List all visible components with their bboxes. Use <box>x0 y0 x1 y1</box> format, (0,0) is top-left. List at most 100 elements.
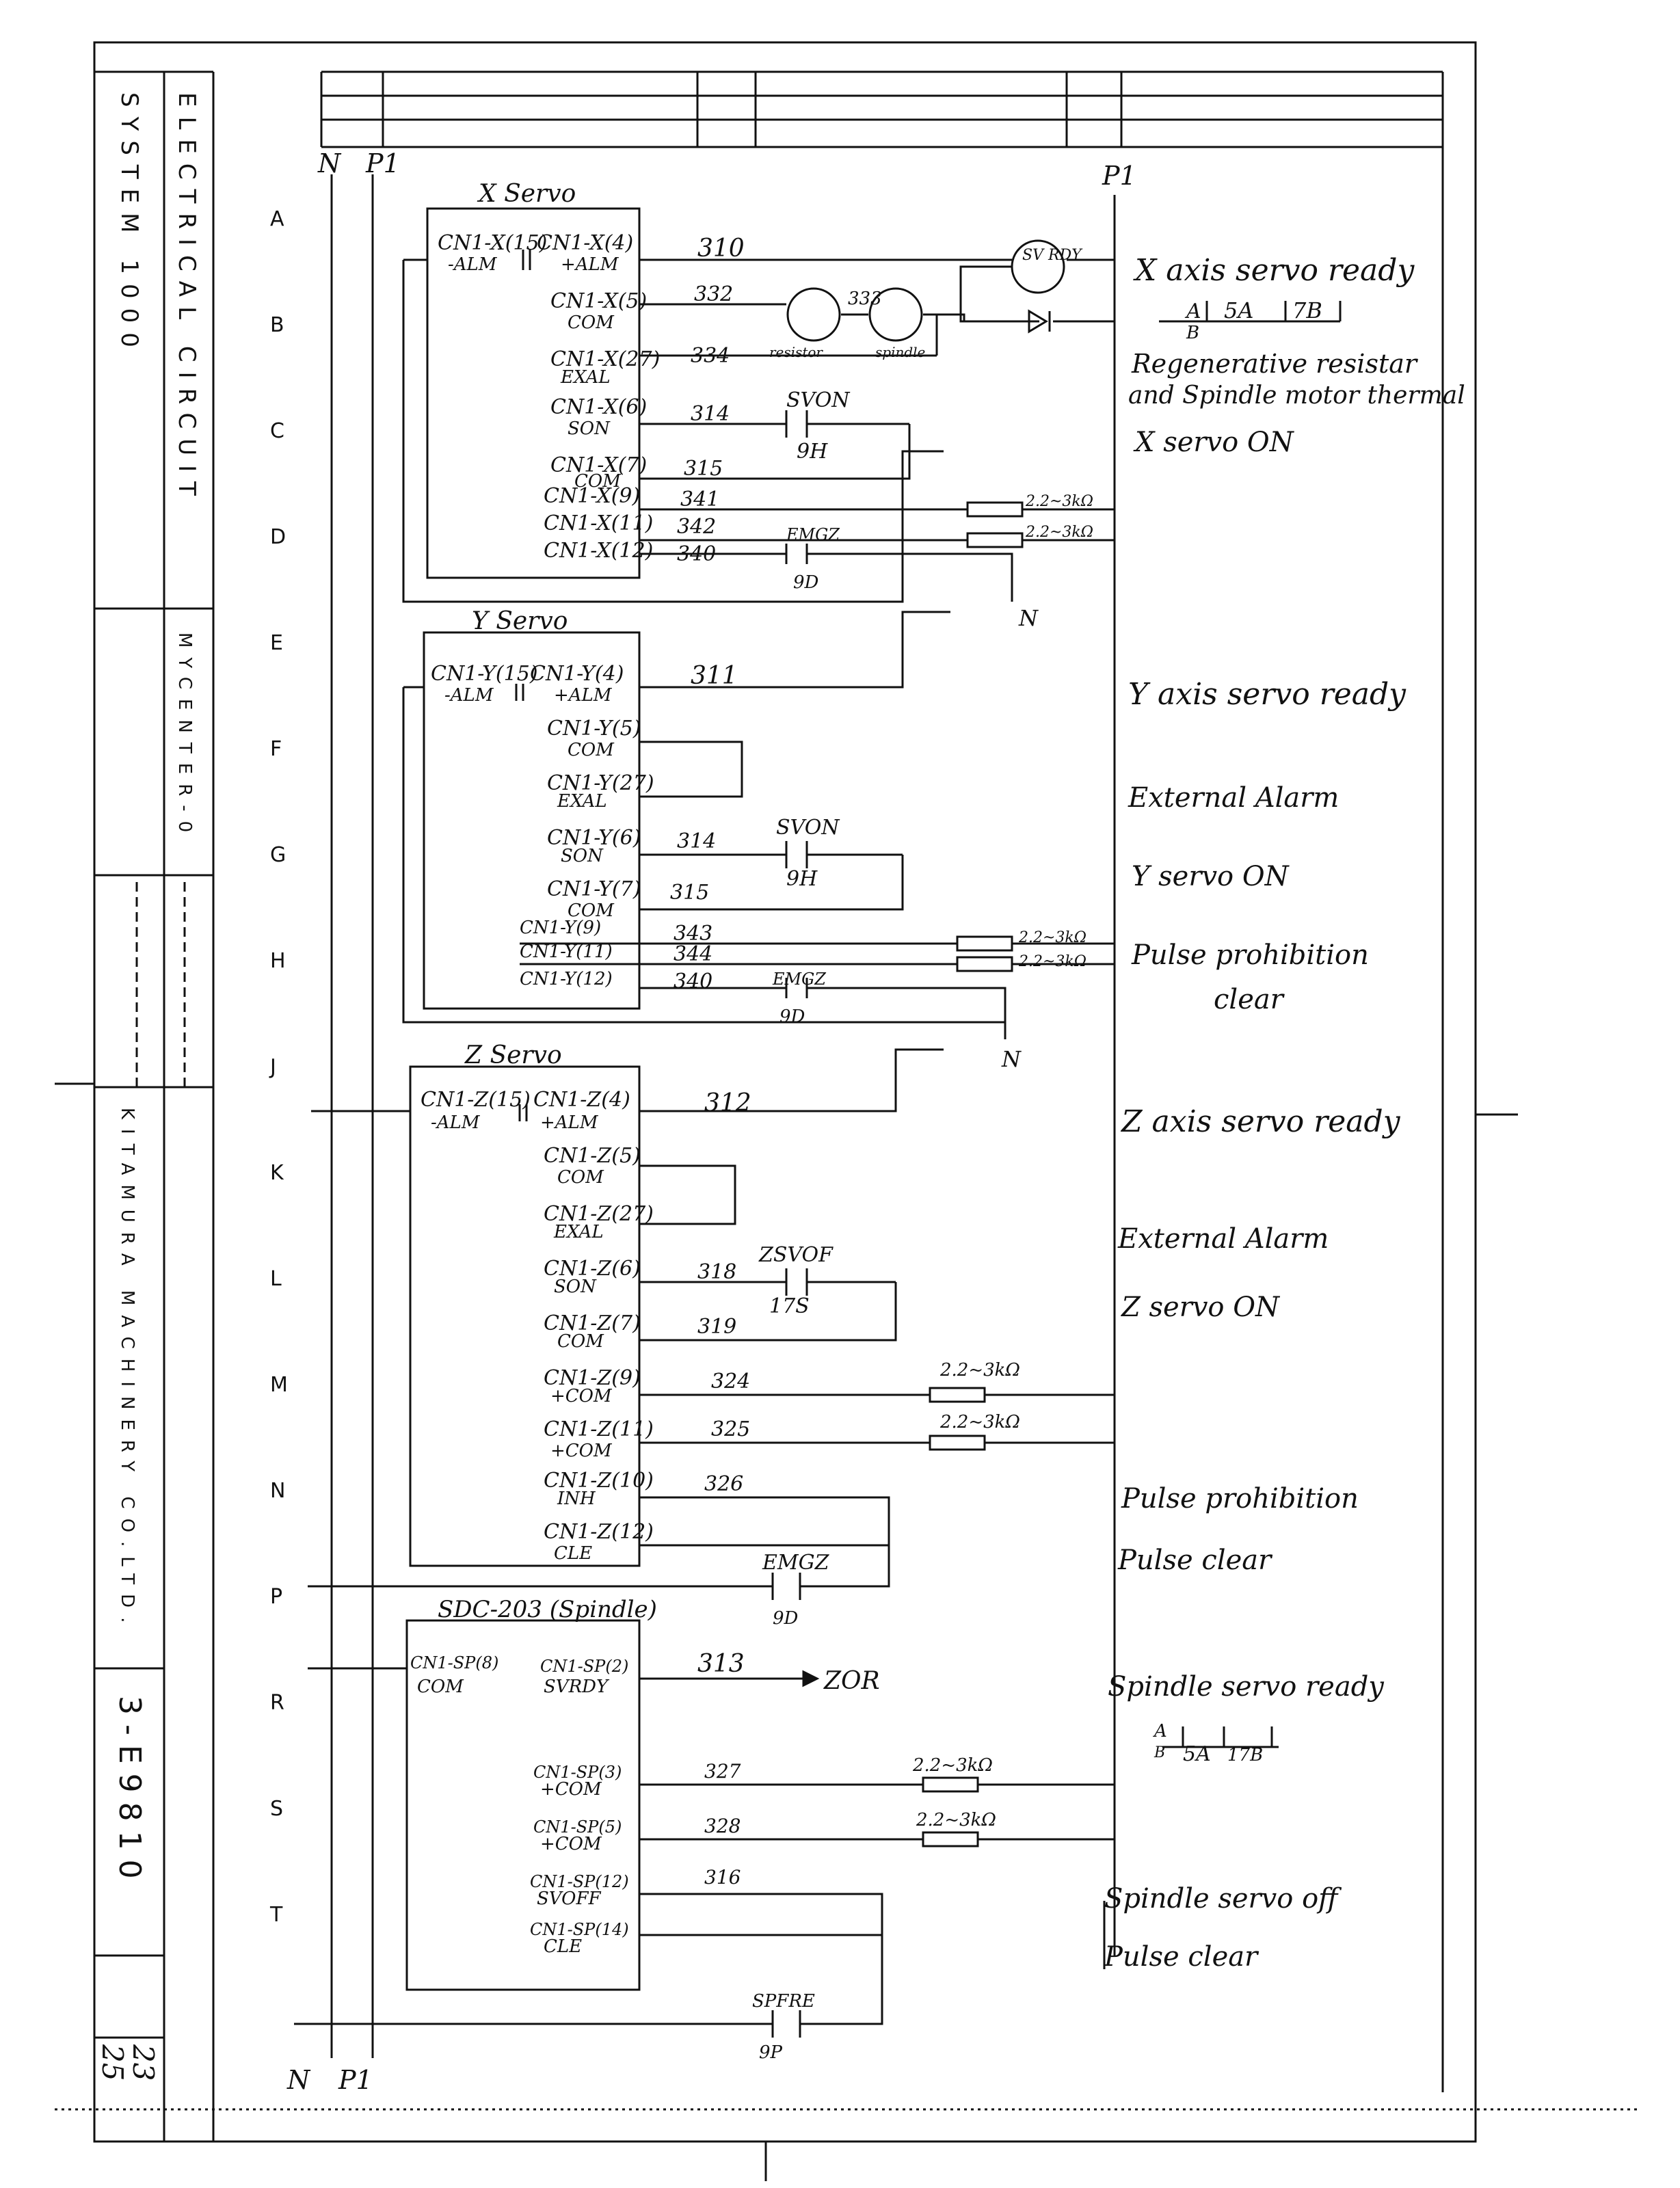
z-pin-1: CN1-Z(15) <box>421 1088 531 1112</box>
x-wire-340: 340 <box>677 542 716 566</box>
x-res-2: 2.2~3kΩ <box>1025 524 1093 541</box>
annotation-y-ready: Y axis servo ready <box>1128 677 1406 712</box>
sp-pin-2: CN1-SP(2) <box>540 1657 628 1676</box>
sp-wire-327: 327 <box>704 1760 741 1783</box>
resistor-thermal-contact <box>786 287 841 342</box>
sheet-border <box>93 41 1477 2143</box>
x-contact-svon-ref: 9H <box>797 440 828 464</box>
z-pin-2: CN1-Z(4) <box>533 1088 630 1112</box>
x-pin-6-sub: COM <box>574 471 622 492</box>
title-company: KITAMURA MACHINERY CO.LTD. <box>117 1108 137 1632</box>
annotation-sp-ref-a: 5A <box>1183 1742 1211 1766</box>
sp-pin-5-sub: SVOFF <box>537 1889 601 1909</box>
z-pin-9: CN1-Z(10) <box>544 1469 654 1493</box>
row-label-m: M <box>270 1373 288 1397</box>
annotation-x-ready: X axis servo ready <box>1133 253 1415 288</box>
rail-label-n-bottom: N <box>286 2065 311 2095</box>
x-servo-box <box>426 207 641 579</box>
y-pin-8: CN1-Y(11) <box>520 942 613 962</box>
z-pin-3: CN1-Z(5) <box>544 1144 641 1168</box>
annotation-x-ref-bottom: B <box>1186 323 1199 343</box>
row-label-l: L <box>270 1267 282 1291</box>
x-pin-7: CN1-X(9) <box>544 484 640 508</box>
sp-pin-4: CN1-SP(5) <box>533 1817 622 1837</box>
annotation-z-ext: External Alarm <box>1117 1223 1329 1255</box>
x-pin-3-sub: COM <box>568 312 615 333</box>
row-label-n: N <box>270 1479 285 1503</box>
sp-pin-4-sub: +COM <box>540 1834 602 1854</box>
y-pin-5: CN1-Y(6) <box>547 826 641 850</box>
sp-wire-313: 313 <box>697 1650 745 1678</box>
sp-pin-6: CN1-SP(14) <box>530 1920 629 1939</box>
z-pin-9-sub: INH <box>557 1489 596 1509</box>
y-contact-svon-ref: 9H <box>786 867 818 891</box>
annotation-sp-clear: Pulse clear <box>1104 1941 1259 1973</box>
rail-label-n-top: N <box>317 148 342 178</box>
x-spindle-label: spindle <box>875 344 925 360</box>
title-system: SYSTEM 1000 <box>116 92 143 357</box>
x-contact-emgz: EMGZ <box>786 525 840 544</box>
annotation-sp-ref-top: A <box>1153 1721 1167 1742</box>
row-label-d: D <box>270 525 286 549</box>
x-contact-emgz-ref: 9D <box>793 572 819 593</box>
y-pin-2-sub: +ALM <box>554 685 613 706</box>
sp-pin-3-sub: +COM <box>540 1779 602 1800</box>
x-pin-4: CN1-X(27) <box>550 347 660 371</box>
row-label-h: H <box>270 949 286 973</box>
annotation-sp-ref-bottom: B <box>1154 1744 1165 1761</box>
x-pin-4-sub: EXAL <box>560 367 611 388</box>
sp-pin-3: CN1-SP(3) <box>533 1763 622 1782</box>
x-res-1: 2.2~3kΩ <box>1025 493 1093 510</box>
row-label-j: J <box>269 1055 276 1079</box>
row-label-s: S <box>270 1797 283 1821</box>
row-label-k: K <box>270 1161 284 1185</box>
row-label-a: A <box>270 207 284 231</box>
spindle-thermal-contact <box>868 287 923 342</box>
annotation-x-ref-a: 5A <box>1224 297 1253 323</box>
y-n-label: N <box>1001 1046 1022 1072</box>
z-pin-4-sub: EXAL <box>553 1222 604 1242</box>
sp-pin-6-sub: CLE <box>544 1936 582 1957</box>
spindle-title: SDC-203 (Spindle) <box>438 1596 657 1623</box>
annotation-x-ref-b: 7B <box>1292 297 1322 323</box>
z-pin-2-sub: +ALM <box>540 1112 599 1133</box>
y-res-2: 2.2~3kΩ <box>1018 953 1086 970</box>
annotation-sp-off: Spindle servo off <box>1104 1883 1342 1914</box>
rail-label-p1-bottom: P1 <box>338 2065 373 2095</box>
y-wire-344: 344 <box>674 942 712 966</box>
y-wire-315: 315 <box>670 881 709 905</box>
x-wire-310: 310 <box>697 235 745 263</box>
annotation-z-clear: Pulse clear <box>1117 1545 1273 1576</box>
z-contact-zsvof: ZSVOF <box>758 1243 834 1267</box>
sheet-number-top: 23 <box>126 2044 160 2081</box>
row-label-c: C <box>270 419 284 443</box>
title-drawing-no: 3-E9810 <box>112 1696 147 1889</box>
title-model: MYCENTER-0 <box>174 632 195 842</box>
z-pin-6-sub: COM <box>557 1331 604 1352</box>
x-pin-9: CN1-X(12) <box>544 539 653 563</box>
x-n-label: N <box>1018 605 1039 631</box>
sp-contact-spfre: SPFRE <box>752 1991 815 2012</box>
y-pin-5-sub: SON <box>561 846 604 866</box>
y-pin-6: CN1-Y(7) <box>547 877 641 901</box>
row-label-p: P <box>270 1585 282 1609</box>
y-pin-3: CN1-Y(5) <box>547 717 641 741</box>
sp-wire-316: 316 <box>704 1866 741 1889</box>
y-pin-1-sub: -ALM <box>444 685 494 706</box>
sp-pin-5: CN1-SP(12) <box>530 1872 629 1891</box>
y-pin-6-sub: COM <box>568 900 615 921</box>
y-res-1: 2.2~3kΩ <box>1018 929 1086 946</box>
x-pin-1: CN1-X(15) <box>438 231 547 255</box>
sp-contact-spfre-ref: 9P <box>759 2042 783 2063</box>
x-pin-2: CN1-X(4) <box>537 231 633 255</box>
x-wire-341: 341 <box>680 488 719 511</box>
y-contact-emgz: EMGZ <box>772 970 827 989</box>
y-pin-4-sub: EXAL <box>557 791 607 812</box>
sp-pin-1: CN1-SP(8) <box>410 1653 498 1672</box>
z-pin-5: CN1-Z(6) <box>544 1257 641 1281</box>
annotation-y-ext: External Alarm <box>1128 782 1339 814</box>
x-pin-5: CN1-X(6) <box>550 395 647 419</box>
x-wire-332: 332 <box>694 282 733 306</box>
z-pin-7-sub: +COM <box>550 1386 613 1406</box>
z-pin-8-sub: +COM <box>550 1441 613 1461</box>
